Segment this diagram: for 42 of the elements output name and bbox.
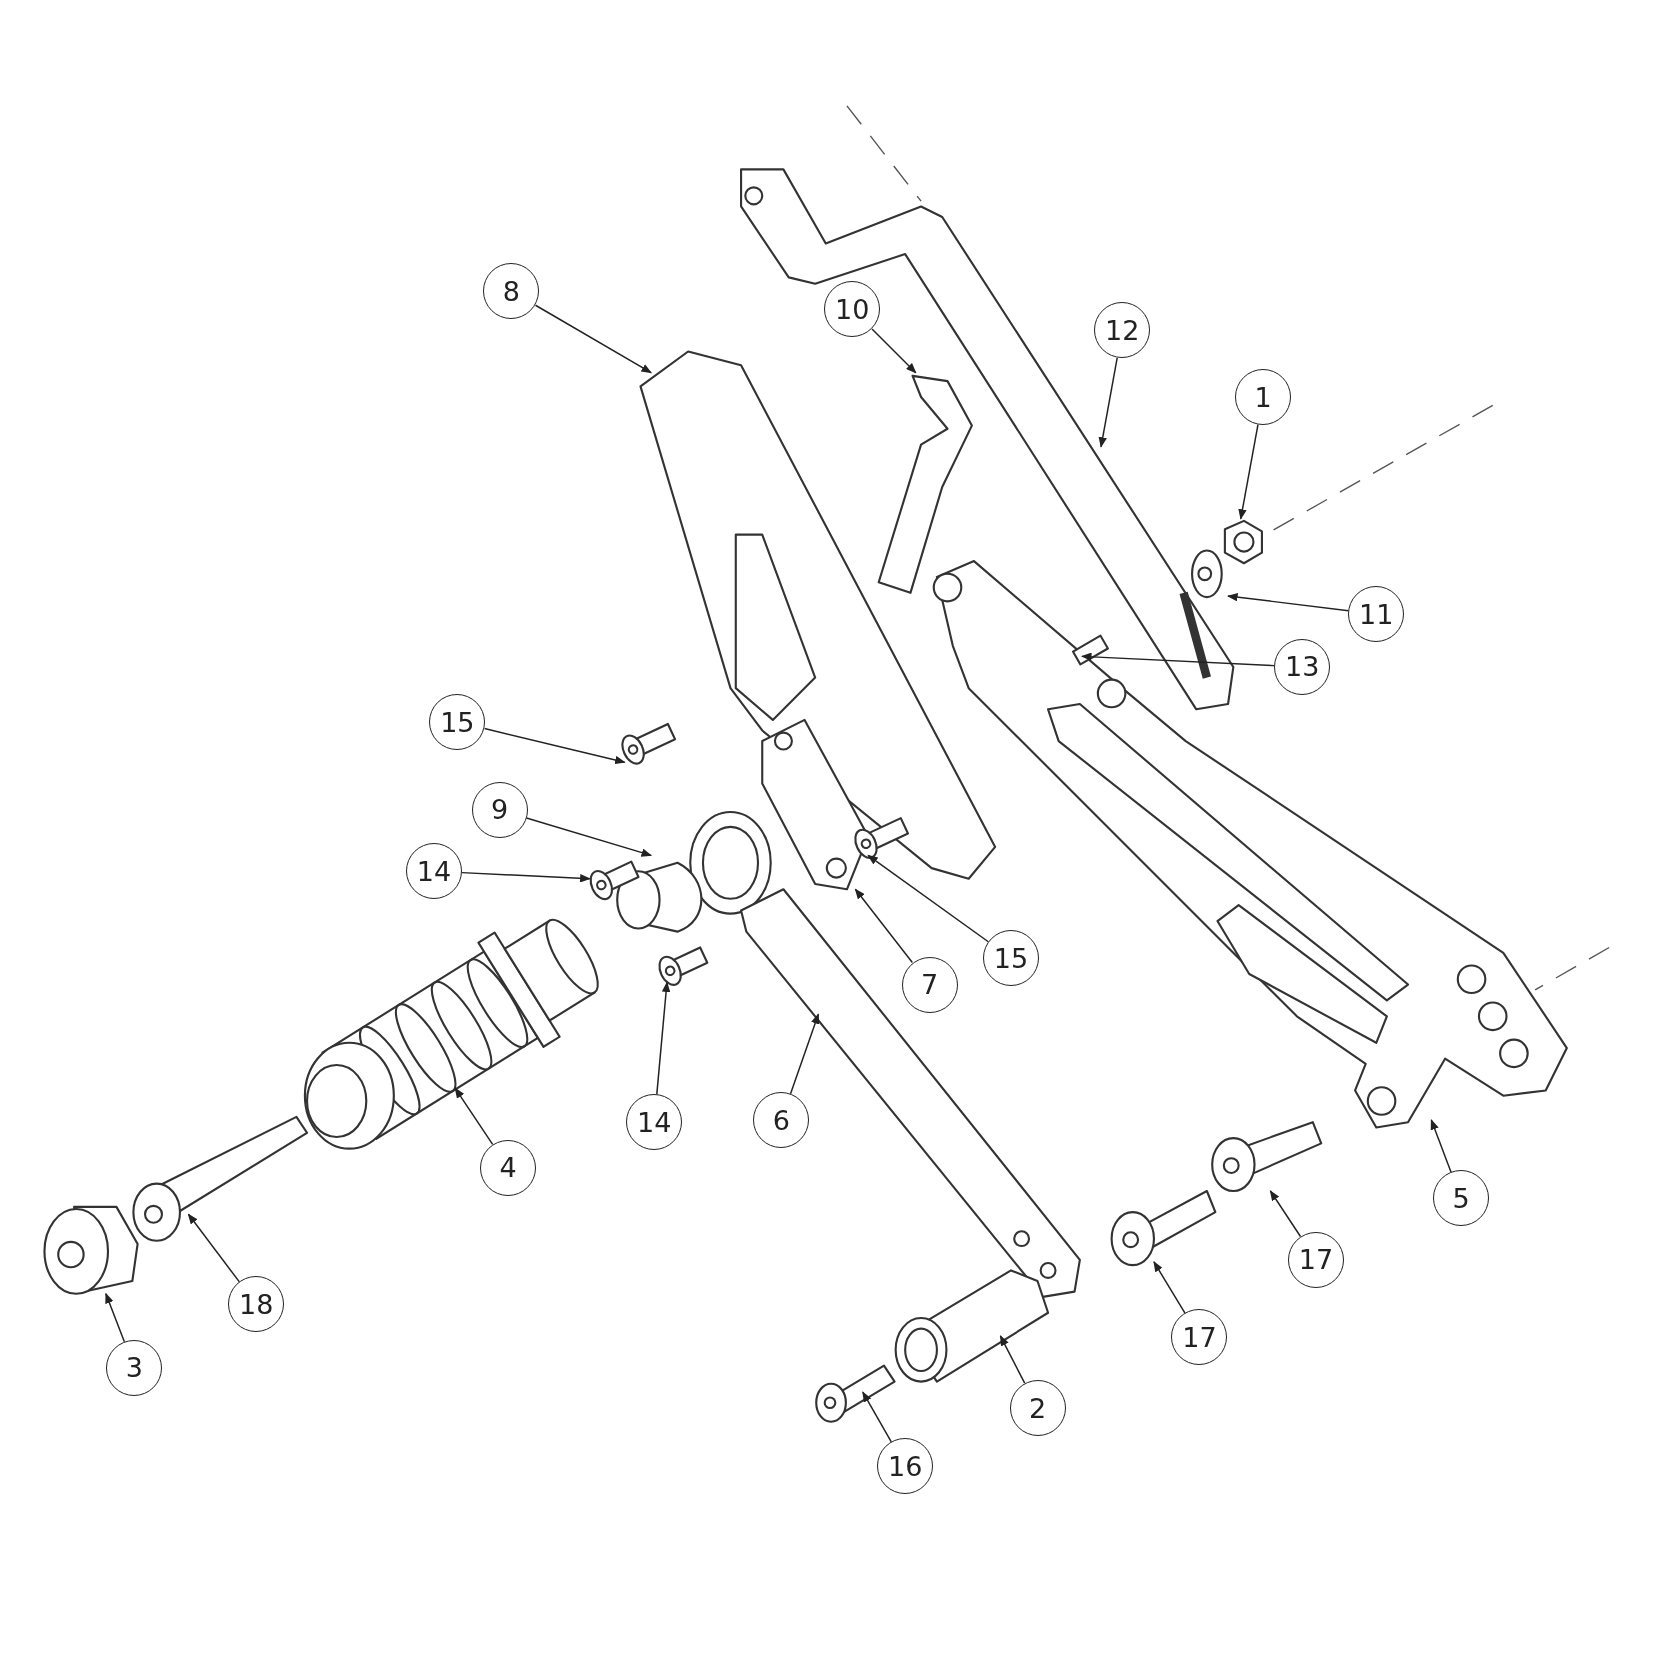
callout-number: 2 xyxy=(1009,1380,1066,1437)
leader-line xyxy=(1080,652,1275,667)
leader-line xyxy=(1238,423,1259,520)
callout-number: 11 xyxy=(1348,586,1405,642)
callout-number: 17 xyxy=(1287,1231,1344,1288)
leader-line xyxy=(789,1013,820,1095)
callout-number: 17 xyxy=(1171,1309,1228,1366)
leader-line xyxy=(1227,593,1350,612)
callout-number: 15 xyxy=(983,930,1040,987)
callout-number: 14 xyxy=(626,1094,683,1151)
leader-line xyxy=(999,1335,1026,1384)
leader-line xyxy=(871,328,917,374)
leader-line xyxy=(1098,357,1118,448)
leader-line xyxy=(1153,1261,1186,1314)
leader-line xyxy=(105,1292,126,1343)
callout-number: 6 xyxy=(753,1092,810,1149)
callout-number: 13 xyxy=(1274,638,1331,695)
callout-number: 16 xyxy=(877,1438,934,1495)
leader-line xyxy=(1430,1119,1452,1173)
leader-line xyxy=(534,304,652,374)
leader-line xyxy=(454,1087,494,1146)
leader-line xyxy=(867,854,990,943)
leader-line xyxy=(1269,1190,1302,1238)
callout-number: 14 xyxy=(406,843,463,900)
leader-line xyxy=(483,727,626,765)
callout-number: 4 xyxy=(480,1139,537,1196)
leader-line xyxy=(862,1391,892,1443)
callout-number: 8 xyxy=(483,263,540,320)
callout-number: 10 xyxy=(824,281,881,338)
leader-line xyxy=(854,888,914,964)
callout-number: 12 xyxy=(1094,302,1151,359)
callout-number: 18 xyxy=(228,1276,285,1333)
leader-line xyxy=(461,871,591,883)
callout-number: 7 xyxy=(901,956,958,1013)
leader-line xyxy=(525,817,653,857)
leader-line xyxy=(656,981,671,1096)
callout-number: 15 xyxy=(429,694,486,750)
leader-line xyxy=(187,1213,241,1283)
callout-number: 9 xyxy=(471,781,528,838)
callout-number: 1 xyxy=(1235,369,1291,425)
callout-number: 5 xyxy=(1432,1170,1489,1227)
callout-number: 3 xyxy=(106,1339,163,1396)
